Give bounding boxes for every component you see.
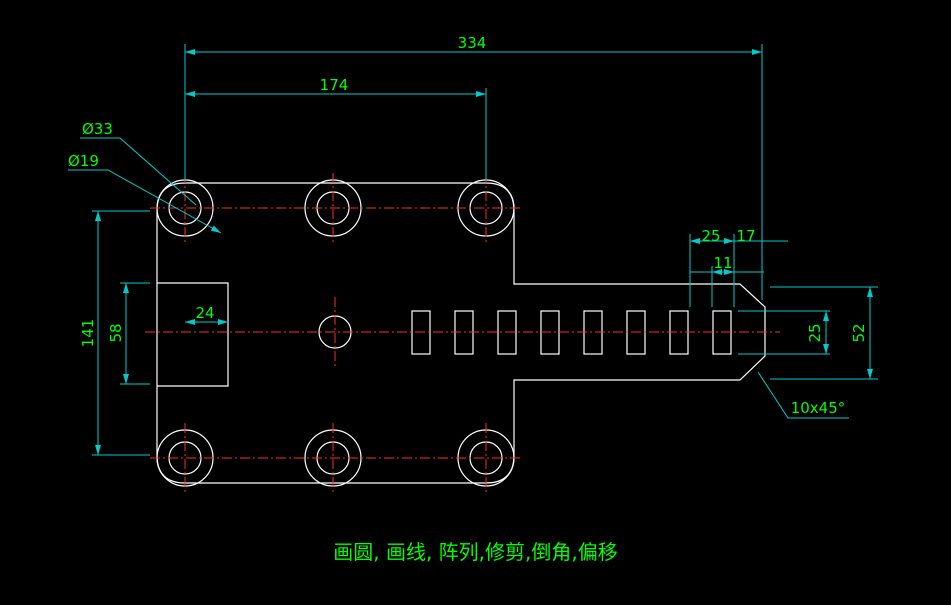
dim-inner-diameter-text: Ø19 bbox=[68, 152, 99, 170]
centerlines bbox=[145, 173, 780, 493]
dim-end-length-text: 17 bbox=[736, 227, 755, 245]
dim-hole-spacing-text: 174 bbox=[320, 76, 349, 94]
dim-slot-height-text: 25 bbox=[806, 323, 824, 342]
plate-contour bbox=[156, 182, 766, 484]
dimension-texts: 334 174 Ø33 Ø19 141 58 24 25 17 11 25 52… bbox=[68, 34, 868, 417]
dimension-lines bbox=[68, 44, 878, 456]
dim-left-tab-height-text: 58 bbox=[107, 323, 125, 342]
dim-arm-height-text: 52 bbox=[850, 323, 868, 342]
dim-outer-diameter-text: Ø33 bbox=[82, 120, 113, 138]
dim-left-tab-width-text: 24 bbox=[195, 304, 214, 322]
caption-text: 画圆, 画线, 阵列,修剪,倒角,偏移 bbox=[333, 540, 618, 564]
leader-d19 bbox=[68, 169, 222, 234]
slot bbox=[497, 310, 517, 355]
dim-slot-pitch-text: 25 bbox=[701, 227, 720, 245]
dim-slot-width-text: 11 bbox=[713, 254, 732, 272]
part-outline bbox=[156, 179, 766, 487]
dim-total-height-text: 141 bbox=[79, 319, 97, 348]
dim-chamfer-text: 10x45° bbox=[791, 399, 846, 417]
dim-overall-width-text: 334 bbox=[458, 34, 487, 52]
leader-d33 bbox=[80, 137, 197, 206]
left-tab-notch bbox=[157, 282, 229, 387]
leader-chamfer bbox=[757, 371, 849, 419]
